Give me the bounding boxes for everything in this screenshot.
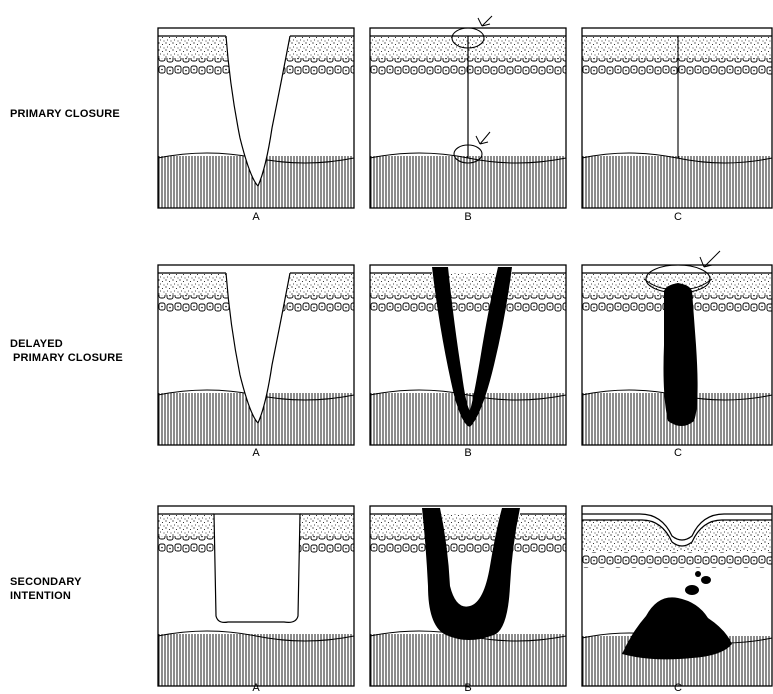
panel-delayed-b	[370, 265, 566, 445]
panel-letter-secondary-a: A	[246, 682, 266, 694]
scar-fragment	[685, 585, 699, 595]
scar-fragment	[701, 576, 711, 584]
row-label-secondary-intention: SECONDARY INTENTION	[10, 575, 82, 603]
panel-letter-primary-b: B	[458, 211, 478, 223]
row-label-delayed-primary-closure: DELAYED PRIMARY CLOSURE	[10, 337, 123, 365]
row-label-line: PRIMARY CLOSURE	[10, 108, 120, 120]
panel-letter-delayed-b: B	[458, 447, 478, 459]
panel-secondary-c	[582, 506, 772, 686]
panel-delayed-c	[582, 265, 772, 445]
panel-letter-secondary-b: B	[458, 682, 478, 694]
row-label-line: INTENTION	[10, 589, 82, 603]
panel-letter-delayed-c: C	[668, 447, 688, 459]
row-label-primary-closure: PRIMARY CLOSURE	[10, 107, 120, 121]
panel-letter-primary-a: A	[246, 211, 266, 223]
granulation-tissue	[664, 283, 698, 426]
row-label-line: DELAYED	[10, 337, 123, 351]
scar-tissue	[622, 597, 732, 659]
panel-primary-b	[370, 28, 566, 208]
panel-letter-primary-c: C	[668, 211, 688, 223]
panel-primary-a	[158, 28, 354, 208]
panel-delayed-a	[158, 265, 354, 445]
panel-primary-c	[582, 28, 772, 208]
panel-letter-secondary-c: C	[668, 682, 688, 694]
row-label-line: SECONDARY	[10, 575, 82, 589]
row-label-line: PRIMARY CLOSURE	[10, 351, 123, 365]
panel-secondary-a	[158, 506, 354, 686]
panel-letter-delayed-a: A	[246, 447, 266, 459]
scar-fragment	[695, 571, 701, 577]
panel-secondary-b	[370, 506, 566, 686]
